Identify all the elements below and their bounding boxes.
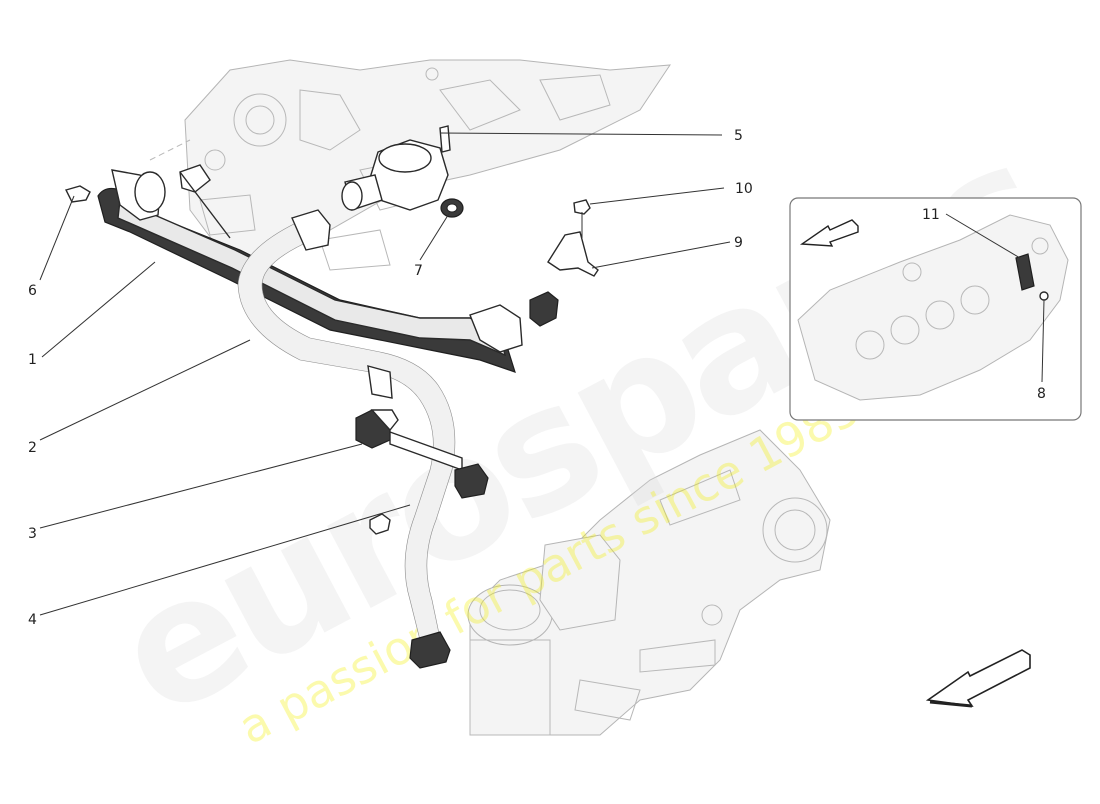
- callout-3: 3: [28, 526, 37, 542]
- part-9-bracket: [547, 231, 599, 277]
- callout-4: 4: [28, 612, 37, 628]
- part-6-screw: [64, 185, 91, 203]
- leader-lines: [39, 132, 1045, 616]
- callout-10: 10: [735, 181, 753, 197]
- callout-9: 9: [734, 235, 743, 251]
- direction-arrow-icon: [925, 649, 1031, 708]
- callout-5: 5: [734, 128, 743, 144]
- callout-6: 6: [28, 283, 37, 299]
- turbo-housing-background: [467, 429, 831, 736]
- callout-11: 11: [922, 207, 940, 223]
- callout-1: 1: [28, 352, 37, 368]
- inset-panel: [789, 197, 1082, 421]
- callout-8: 8: [1037, 386, 1046, 402]
- callout-7: 7: [414, 263, 423, 279]
- part-7-seal: [440, 198, 464, 218]
- part-10-bolt: [573, 199, 591, 238]
- part-1-pipe: [97, 164, 559, 373]
- part-5-housing: [341, 125, 451, 211]
- part-2-hose: [179, 171, 456, 669]
- callouts: 1 2 3 4 5 6 7 8 9 10 11: [28, 128, 1046, 628]
- part-3-clip: [355, 409, 489, 499]
- inset-direction-arrow-icon: [799, 219, 859, 247]
- callout-2: 2: [28, 440, 37, 456]
- part-4-screw: [369, 513, 391, 535]
